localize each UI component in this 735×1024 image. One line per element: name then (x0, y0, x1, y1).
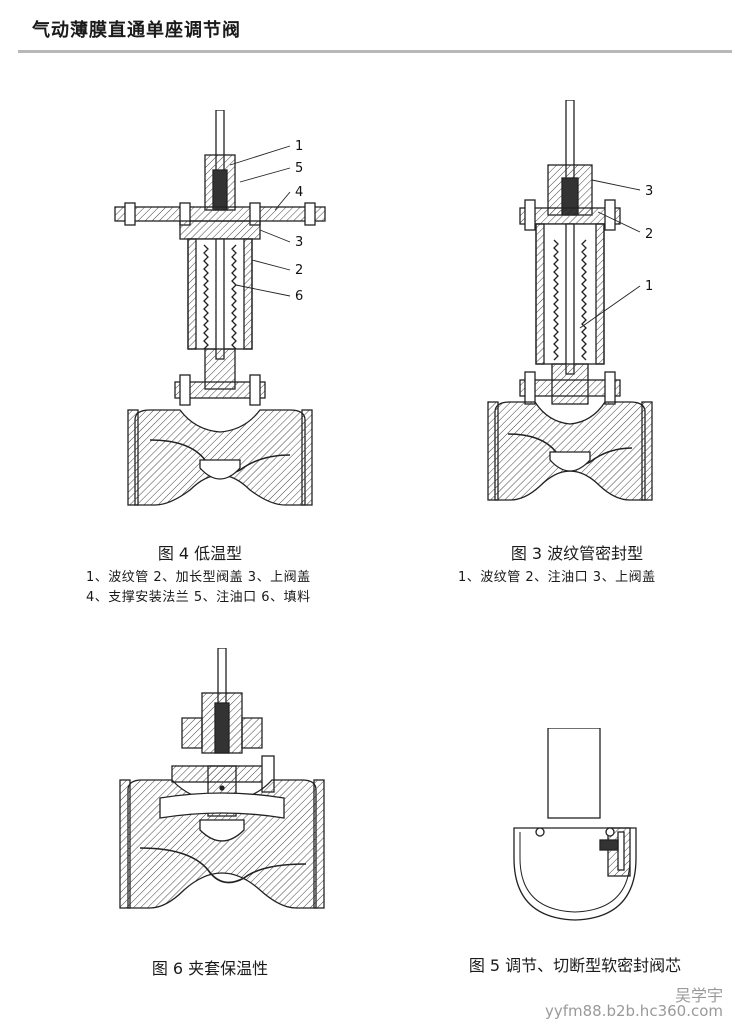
callout-1: 1 (645, 279, 653, 294)
figure-3-legend-line-1: 1、波纹管 2、注油口 3、上阀盖 (458, 570, 656, 585)
figure-5-drawing (513, 728, 637, 921)
figure-4-legend-line-1: 1、波纹管 2、加长型阀盖 3、上阀盖 (86, 570, 311, 585)
header-divider (18, 50, 732, 53)
callout-5: 5 (295, 161, 303, 176)
figure-5-caption: 图 5 调节、切断型软密封阀芯 (468, 956, 682, 975)
page-title: 气动薄膜直通单座调节阀 (32, 20, 241, 41)
callout-3: 3 (645, 184, 653, 199)
figure-4-caption: 图 4 低温型 (157, 544, 243, 563)
callout-4: 4 (295, 185, 303, 200)
callout-2: 2 (295, 263, 303, 278)
watermark-site: yyfm88.b2b.hc360.com (544, 1002, 723, 1020)
figure-4-legend-line-2: 4、支撑安装法兰 5、注油口 6、填料 (86, 590, 311, 605)
callout-1: 6 (295, 289, 303, 304)
callout-2: 2 (645, 227, 653, 242)
watermark-author: 吴学宇 (674, 986, 723, 1005)
figure-4-drawing: 1 5 4 3 2 6 (114, 110, 326, 506)
figure-6-drawing (119, 648, 325, 909)
callout-6: 1 (295, 139, 303, 154)
callout-3: 3 (295, 235, 303, 250)
figure-6-caption: 图 6 夹套保温性 (151, 959, 269, 978)
figure-3-caption: 图 3 波纹管密封型 (510, 544, 644, 563)
figure-3-drawing: 3 2 1 (487, 100, 653, 501)
